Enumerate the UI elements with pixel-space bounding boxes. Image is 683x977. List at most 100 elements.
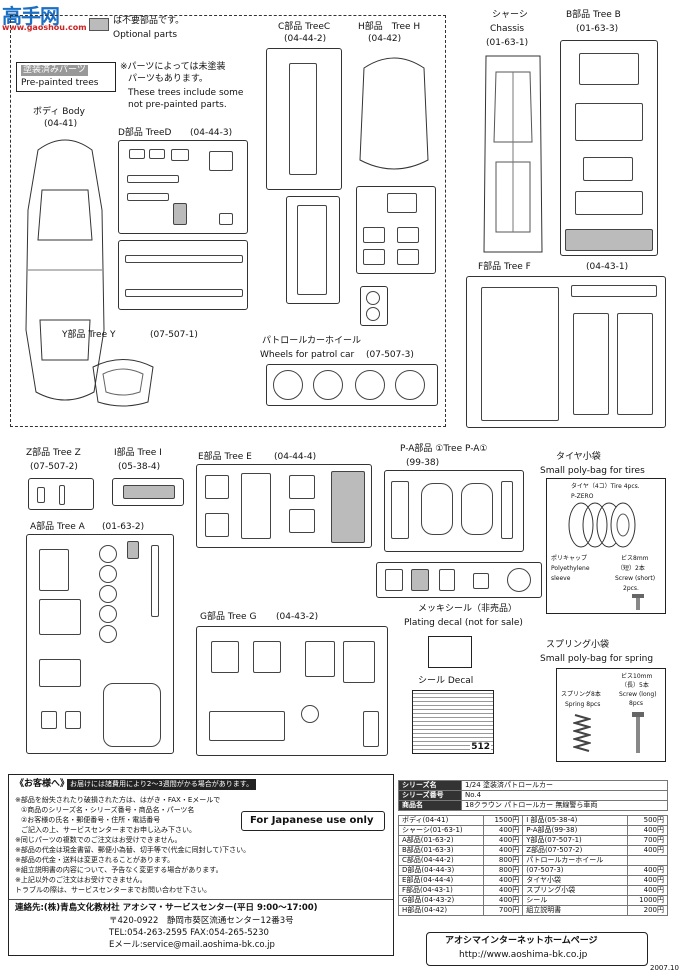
- product-name: 18クラウン パトロールカー 無線警ら車両: [461, 800, 668, 811]
- tree-d-part: [129, 149, 145, 159]
- tree-f-code: (04-43-1): [586, 262, 629, 272]
- tree-a-part: [65, 711, 81, 729]
- tree-a-code: (01-63-2): [102, 522, 145, 532]
- price-item: 組立説明書: [522, 905, 629, 916]
- prepainted-note-en2: not pre-painted parts.: [128, 100, 227, 110]
- customer-line: ※部品の代金は現金書留、郵便小為替、切手等で(代金に同封して)下さい。: [15, 846, 251, 854]
- customer-line: ご記入の上、サービスセンターまでお申し込み下さい。: [21, 826, 196, 834]
- price-value: 1000円: [627, 895, 668, 906]
- tree-pa-part: [421, 483, 453, 535]
- tree-h-part: [387, 193, 417, 213]
- polybag-tires-box: タイヤ（4コ）Tire 4pcs. P-ZERO ポリキャップ Polyethy…: [546, 478, 666, 614]
- tree-b-optional-part: [565, 229, 653, 251]
- tree-i-part: [123, 485, 175, 499]
- tree-i-sprue: [112, 478, 184, 506]
- price-value: 700円: [482, 905, 524, 916]
- tree-c-sprue-lower: [286, 196, 340, 304]
- screw-long-4: 8pcs: [629, 700, 644, 707]
- price-value: 500円: [627, 815, 668, 826]
- price-item: タイヤ小袋: [522, 875, 629, 886]
- price-value: 400円: [627, 825, 668, 836]
- screw-short-icon: [632, 594, 644, 610]
- customer-line: ※上記以外のご注文はお受けできません。: [15, 876, 147, 884]
- tree-h-part: [363, 227, 385, 243]
- tel: TEL:054-263-2595 FAX:054-265-5230: [109, 928, 269, 938]
- series-no: No.4: [461, 790, 668, 801]
- wheels-code: (07-507-3): [366, 350, 414, 360]
- tree-z-part: [59, 485, 65, 505]
- prepainted-en: Pre-painted trees: [21, 78, 99, 88]
- tree-d-long-sprue: [118, 240, 248, 310]
- decal-sheet: 512: [412, 690, 494, 754]
- polybag-tires-en: Small poly-bag for tires: [540, 466, 645, 476]
- tree-f-sprue: [466, 276, 666, 428]
- prepainted-region: [10, 15, 446, 427]
- customer-line: ②お客様の氏名・郵便番号・住所・電話番号: [21, 816, 161, 824]
- tree-h-title: H部品 Tree H: [358, 22, 421, 32]
- tree-d-part: [171, 149, 189, 161]
- tree-d-part: [125, 289, 243, 297]
- tree-c-sprue: [266, 48, 342, 190]
- tree-y-part: [92, 359, 154, 407]
- tree-y-code: (07-507-1): [150, 330, 198, 340]
- homepage-box: アオシマインターネットホームページ http://www.aoshima-bk.…: [426, 932, 648, 966]
- series-no-label: シリーズ番号: [398, 790, 462, 801]
- price-item: シャーシ(01-63-1): [398, 825, 484, 836]
- series-name: 1/24 塗装済パトロールカー: [461, 780, 668, 791]
- tire-brand: P-ZERO: [571, 493, 594, 500]
- legend-en: Optional parts: [113, 30, 178, 40]
- tree-a-part: [39, 659, 81, 687]
- tree-e-part: [241, 473, 271, 539]
- tree-g-part: [343, 641, 375, 683]
- tree-e-part: [205, 513, 229, 537]
- tree-z-title: Z部品 Tree Z: [26, 448, 81, 458]
- screw-long-3: Screw (long): [619, 691, 657, 698]
- tree-g-part: [305, 641, 335, 677]
- decal-number: 512: [470, 742, 491, 752]
- tree-h-part: [366, 291, 380, 305]
- tree-pa-optional-part: [411, 569, 429, 591]
- tree-d-part: [127, 193, 169, 201]
- body-drawing: [25, 139, 105, 401]
- tree-g-code: (04-43-2): [276, 612, 319, 622]
- tree-a-part: [39, 549, 69, 591]
- price-value: 800円: [482, 855, 524, 866]
- wheels-title-jp: パトロールカーホイール: [262, 336, 362, 346]
- tree-g-part: [363, 711, 379, 747]
- tree-d-part: [149, 149, 165, 159]
- screw-long-1: ビス10mm: [621, 673, 653, 680]
- tree-a-part: [39, 599, 81, 635]
- tree-e-part: [289, 509, 315, 533]
- screw-long-2: （長）5本: [621, 682, 649, 689]
- japan-only-badge: For Japanese use only: [241, 811, 385, 831]
- tree-a-part: [99, 545, 117, 563]
- tree-b-part: [575, 103, 643, 141]
- price-item: スプリング小袋: [522, 885, 629, 896]
- wheels-sprue: [266, 364, 438, 406]
- chassis-en: Chassis: [490, 24, 525, 34]
- tree-c-code: (04-44-2): [284, 34, 327, 44]
- tree-a-part: [151, 545, 159, 617]
- postal: 〒420-0922 静岡市葵区流通センター12番3号: [109, 916, 294, 926]
- price-value: 400円: [482, 875, 524, 886]
- tree-h-small-sprue: [356, 186, 436, 274]
- tree-e-code: (04-44-4): [274, 452, 317, 462]
- watermark-url: www.gaoshou.com: [2, 23, 87, 32]
- price-value: 800円: [482, 865, 524, 876]
- price-item: Z部品(07-507-2): [522, 845, 629, 856]
- price-item: D部品(04-44-3): [398, 865, 484, 876]
- tree-e-part: [289, 475, 315, 499]
- prepainted-note-jp1: ※パーツによっては未塗装: [120, 62, 226, 72]
- tree-f-part: [571, 285, 657, 297]
- tree-h-part: [366, 307, 380, 321]
- tree-e-optional-part: [331, 471, 365, 543]
- customer-line: ※部品を紛失されたり破損された方は、はがき・FAX・Eメールで: [15, 796, 221, 804]
- tree-b-code: (01-63-3): [576, 24, 619, 34]
- chassis-title: シャーシ: [492, 10, 528, 20]
- chassis-code: (01-63-1): [486, 38, 529, 48]
